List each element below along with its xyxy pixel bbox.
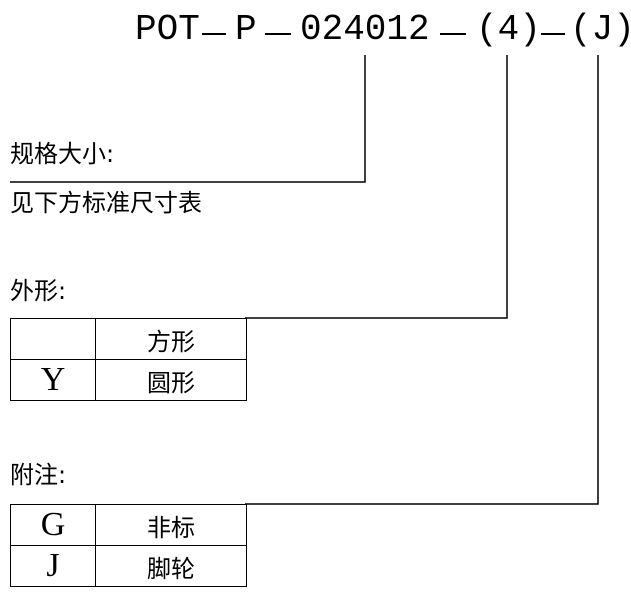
code-separator xyxy=(440,33,466,35)
size-label: 规格大小: xyxy=(10,140,115,168)
code-separator xyxy=(541,33,565,35)
code-note: (J) xyxy=(570,9,631,50)
model-code: POT P 024012 (4) (J) xyxy=(0,0,631,60)
note-code-cell: J xyxy=(10,545,96,587)
code-separator xyxy=(202,33,226,35)
shape-table: 方形 Y 圆形 xyxy=(10,318,247,401)
note-table: G 非标 J 脚轮 xyxy=(10,504,247,587)
table-row: 方形 xyxy=(10,318,247,360)
note-desc-cell: 非标 xyxy=(95,504,247,546)
shape-code-cell xyxy=(10,318,96,360)
note-label: 附注: xyxy=(10,461,67,489)
note-code-cell: G xyxy=(10,504,96,546)
note-desc-cell: 脚轮 xyxy=(95,545,247,587)
table-row: J 脚轮 xyxy=(10,545,247,587)
shape-desc-cell: 圆形 xyxy=(95,359,247,401)
code-shape: (4) xyxy=(476,9,541,50)
shape-code-cell: Y xyxy=(10,359,96,401)
note-leader-line xyxy=(245,55,599,505)
shape-label: 外形: xyxy=(10,277,67,305)
table-row: G 非标 xyxy=(10,504,247,546)
shape-leader-line xyxy=(245,55,508,319)
code-letter: P xyxy=(235,9,257,50)
size-description: 见下方标准尺寸表 xyxy=(10,189,202,217)
code-separator xyxy=(265,33,291,35)
shape-desc-cell: 方形 xyxy=(95,318,247,360)
code-prefix: POT xyxy=(135,9,200,50)
code-size: 024012 xyxy=(300,9,430,50)
table-row: Y 圆形 xyxy=(10,359,247,401)
